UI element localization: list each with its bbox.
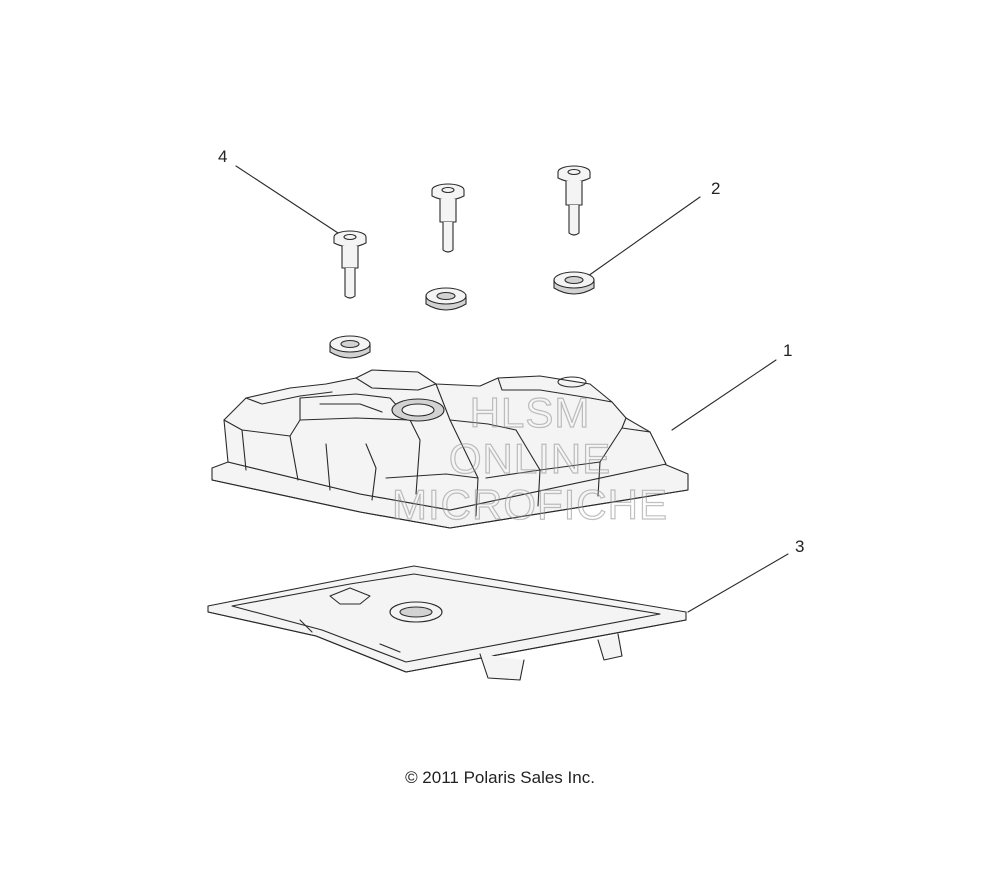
callout-1: 1 [783,341,793,360]
grommet-middle [425,287,467,311]
leader-lines [235,165,789,613]
bolt-middle [431,183,465,253]
copyright-notice: © 2011 Polaris Sales Inc. [405,768,595,787]
bolt-right [557,165,591,236]
callout-2: 2 [711,179,721,198]
watermark-line-3: MICROFICHE [391,481,668,528]
callout-3: 3 [795,537,805,556]
gasket [207,565,687,681]
grommet-left [329,335,371,359]
bolt-left [333,230,367,299]
watermark-line-2: ONLINE [448,435,612,482]
valve-cover [211,369,689,529]
grommet-right [553,271,595,295]
watermark-line-1: HLSM [469,389,591,436]
callout-4: 4 [218,147,228,166]
watermark: HLSM ONLINE MICROFICHE [370,389,690,528]
